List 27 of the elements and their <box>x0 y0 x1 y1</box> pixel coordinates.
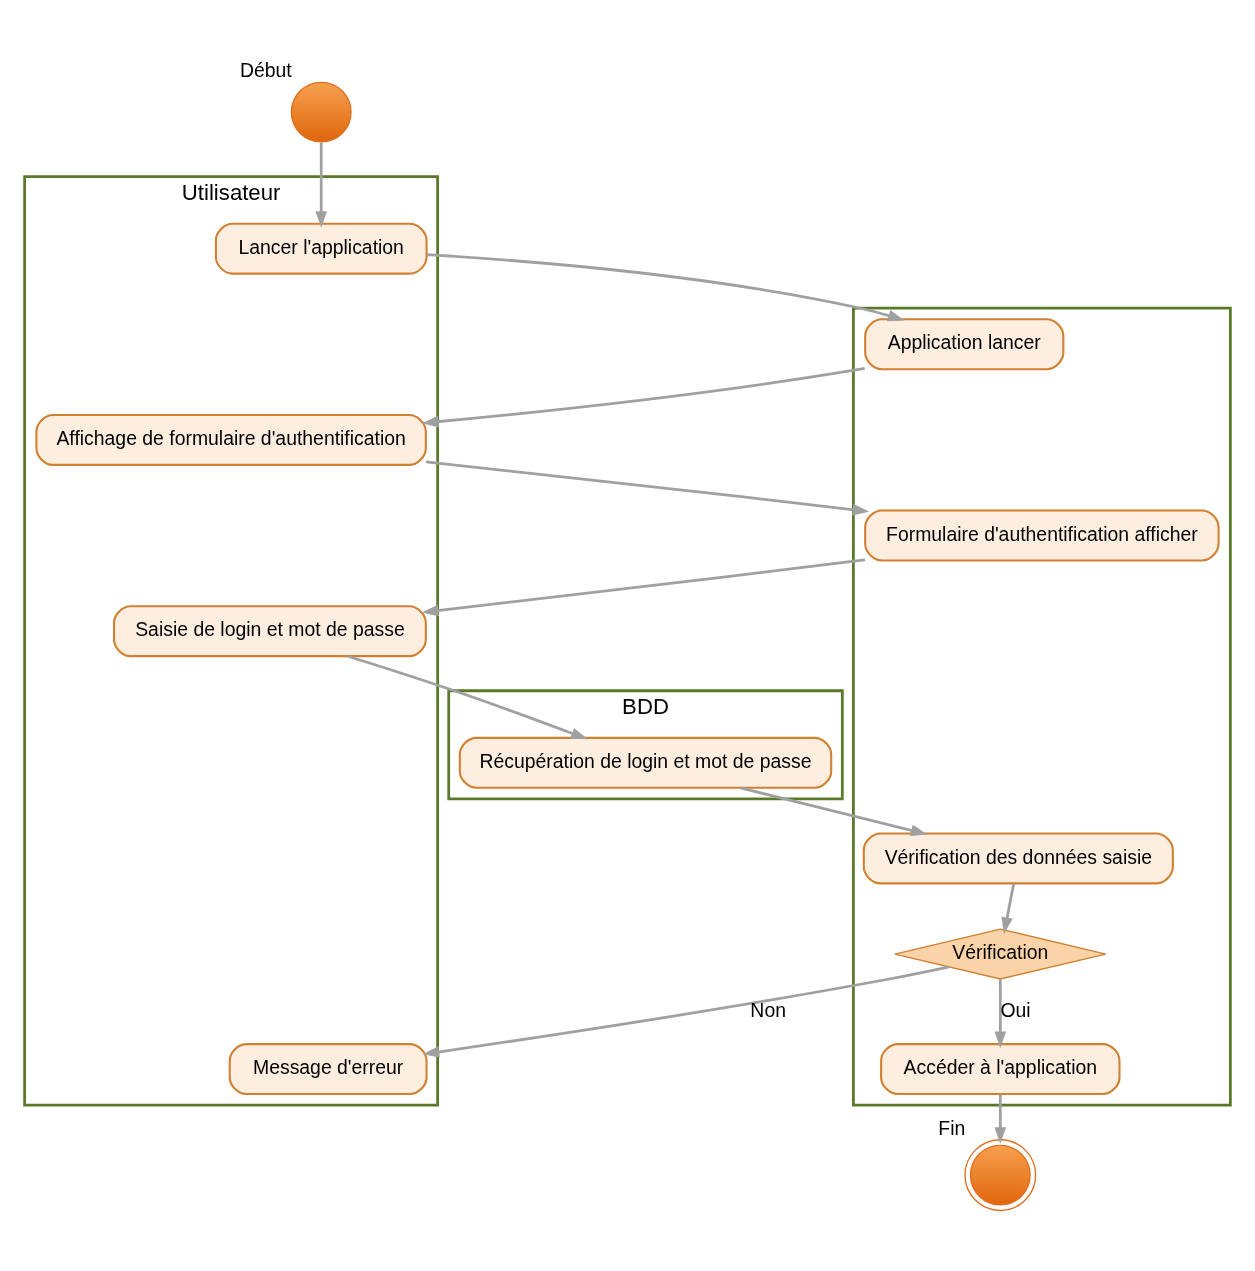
arrow <box>347 654 588 739</box>
arrow <box>994 1093 1007 1144</box>
node-box: Application lancer <box>864 317 1065 370</box>
arrow <box>421 558 866 616</box>
node-label: Début <box>239 58 292 81</box>
node-box: Lancer l'application <box>214 222 428 275</box>
arrow <box>1001 882 1016 934</box>
arrow <box>426 252 905 321</box>
node-box: Affichage de formulaire d'authentification <box>35 413 427 466</box>
node-box: Message d'erreur <box>228 1042 428 1095</box>
arrow <box>994 978 1007 1048</box>
arrow <box>425 459 870 515</box>
arrow <box>315 142 328 228</box>
node-box: Accéder à l'application <box>880 1042 1121 1095</box>
arrow <box>422 965 950 1058</box>
edge-label: Non <box>750 998 786 1021</box>
node-box: Saisie de login et mot de passe <box>112 604 427 657</box>
node-box: Formulaire d'authentification afficher <box>864 509 1220 561</box>
node-label: Fin <box>938 1116 966 1139</box>
arrow <box>421 366 865 427</box>
node-circle <box>290 81 352 143</box>
node-diamond: Vérification <box>894 927 1107 980</box>
arrow <box>740 786 928 836</box>
node-box: Récupération de login et mot de passe <box>458 736 833 789</box>
edge-label: Oui <box>1000 998 1031 1021</box>
node-box: Vérification des données saisie <box>862 831 1174 884</box>
node-circle <box>964 1138 1037 1211</box>
